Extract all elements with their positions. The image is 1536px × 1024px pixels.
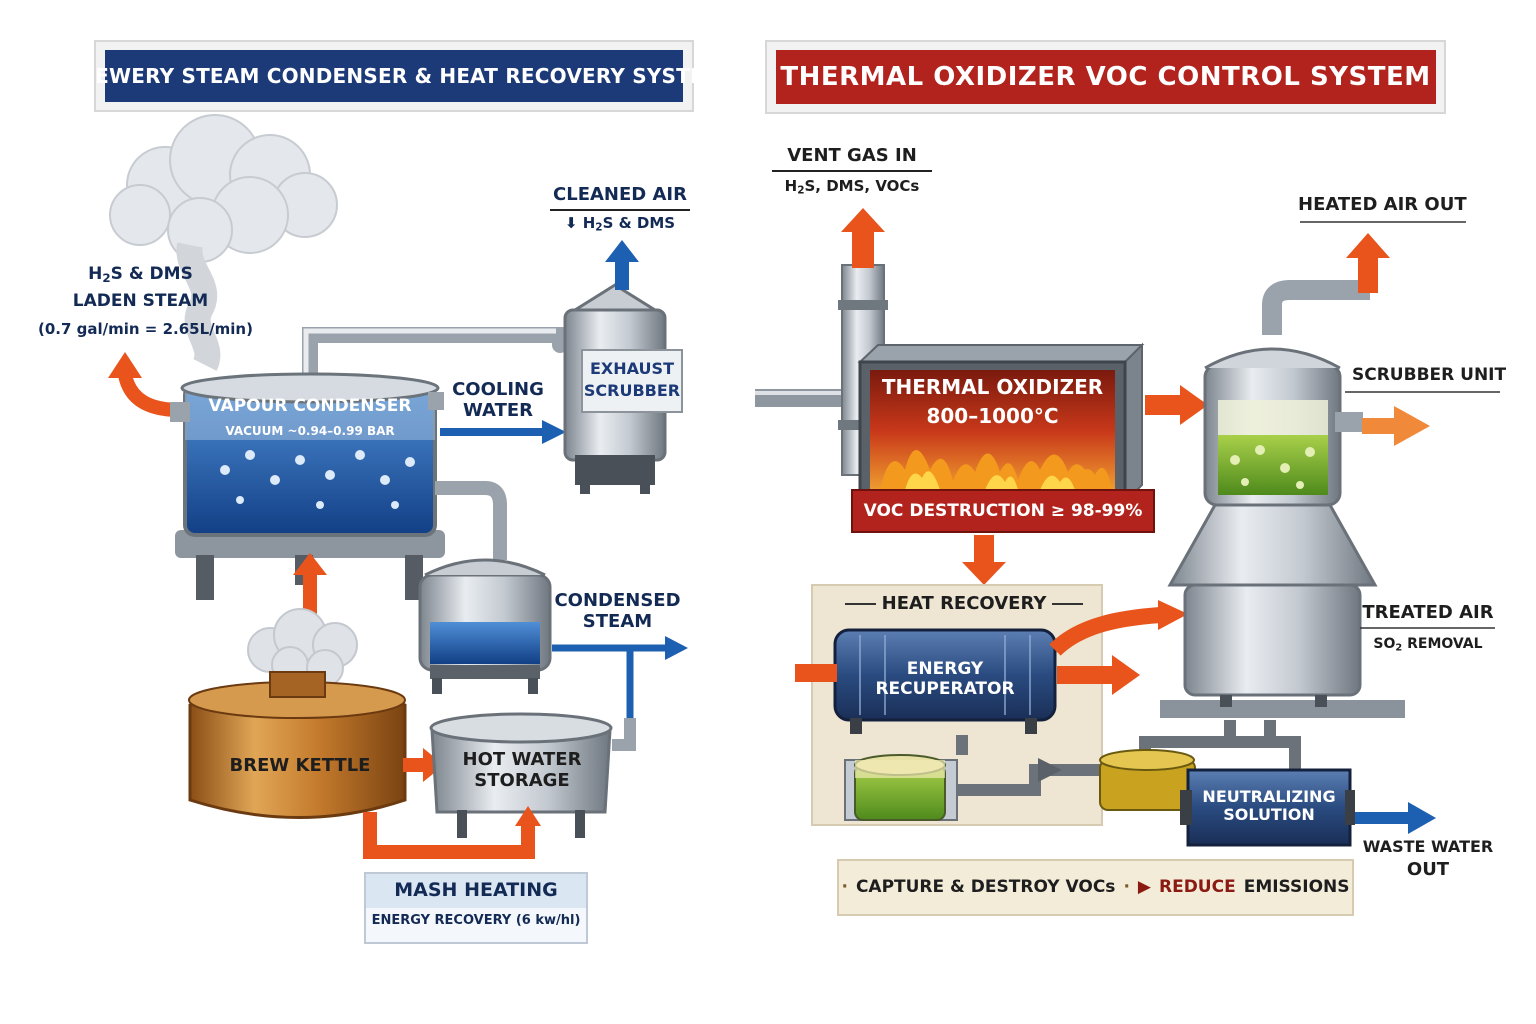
waste-water-label: WASTE WATER OUT — [1362, 837, 1494, 881]
recuperator-label: ENERGY RECUPERATOR — [840, 659, 1050, 699]
voc-destruction-label: VOC DESTRUCTION ≥ 98-99% — [863, 501, 1143, 521]
vent-gas-label: VENT GAS IN H2S, DMS, VOCs — [772, 145, 932, 197]
vapour-condenser-tank — [170, 372, 445, 600]
hot-water-label: HOT WATER STORAGE — [442, 749, 602, 791]
exhaust-scrubber — [563, 283, 683, 494]
neutralizing-label: NEUTRALIZING SOLUTION — [1190, 787, 1348, 825]
oxidizer-to-recovery-arrow — [962, 562, 1006, 585]
neutralizing-line2: SOLUTION — [1223, 805, 1315, 825]
footer-separator-icon: · — [1123, 877, 1130, 897]
heat-recovery-label: HEAT RECOVERY — [845, 593, 1084, 615]
steam-label-line1: H2S & DMS — [88, 264, 193, 285]
yellow-tank — [1099, 749, 1196, 811]
vapour-condenser-title: VAPOUR CONDENSER — [208, 396, 412, 416]
steam-label: H2S & DMS LADEN STEAM (0.7 gal/min = 2.6… — [38, 264, 253, 339]
hot-water-line2: STORAGE — [474, 769, 570, 791]
recuperator-line2: RECUPERATOR — [875, 678, 1015, 699]
heat-recovery-rule-right — [1052, 603, 1084, 606]
recuperator-line1: ENERGY — [906, 659, 984, 679]
hot-water-storage — [429, 712, 613, 838]
vent-gas-sub: H2S, DMS, VOCs — [784, 176, 920, 197]
footer-label: · CAPTURE & DESTROY VOCs · ▶ REDUCE EMIS… — [841, 877, 1349, 898]
right-title: THERMAL OXIDIZER VOC CONTROL SYSTEM — [780, 62, 1431, 92]
treated-air-label: TREATED AIR SO2 REMOVAL — [1362, 602, 1494, 654]
voc-destruction-plate — [851, 489, 1155, 533]
treated-air-sub: SO2 REMOVAL — [1373, 635, 1483, 654]
thermal-oxidizer-line2: 800–1000°C — [926, 404, 1059, 428]
neutralizing-unit — [1180, 768, 1355, 847]
steam-label-line2: LADEN STEAM — [72, 290, 209, 311]
waste-water-arrow — [1408, 802, 1436, 834]
vapour-condenser-sub: VACUUM ~0.94–0.99 BAR — [225, 423, 395, 438]
brew-kettle-label: BREW KETTLE — [229, 755, 371, 776]
vapour-condenser-label: VAPOUR CONDENSER VACUUM ~0.94–0.99 BAR — [195, 396, 425, 438]
condensate-pipe — [435, 481, 507, 560]
condensed-steam-line2: STEAM — [582, 610, 653, 632]
vent-gas-title: VENT GAS IN — [772, 145, 932, 172]
oxidizer-to-scrubber-arrow — [1180, 385, 1208, 425]
cleaned-air-sub-text: H2S & DMS — [582, 213, 676, 234]
cleaned-air-arrow — [615, 258, 629, 290]
cleaned-air-sub: ⬇ H2S & DMS — [550, 213, 690, 234]
condensed-steam-label: CONDENSED STEAM — [550, 590, 685, 632]
brew-kettle — [188, 671, 407, 819]
cooling-water-line2: WATER — [462, 399, 533, 421]
condensed-steam-line1: CONDENSED — [554, 590, 681, 611]
condensed-steam-tank — [418, 558, 552, 694]
thermal-oxidizer-label: THERMAL OXIDIZER 800–1000°C — [870, 376, 1115, 428]
footer-part3: EMISSIONS — [1243, 877, 1350, 897]
return-arrow — [1038, 758, 1062, 782]
heated-air-arrow — [1346, 233, 1390, 258]
treated-air-title: TREATED AIR — [1362, 602, 1494, 623]
heat-recovery-row: HEAT RECOVERY — [845, 593, 1084, 615]
heat-recovery-text: HEAT RECOVERY — [881, 593, 1047, 614]
recuperator-to-scrubber-arrow — [1158, 600, 1188, 630]
footer-box — [837, 859, 1354, 916]
mash-heating-loop — [363, 812, 535, 859]
exhaust-scrubber-line1: EXHAUST — [590, 359, 674, 378]
heated-air-label: HEATED AIR OUT — [1298, 194, 1467, 215]
mash-heating-title: MASH HEATING — [394, 879, 558, 901]
hot-water-line1: HOT WATER — [462, 749, 582, 770]
recuperator-out-arrow — [1112, 655, 1140, 695]
mash-heating-sub: ENERGY RECOVERY (6 kw/hl) — [371, 912, 581, 928]
condensed-steam-arrow — [665, 636, 688, 660]
thermal-oxidizer-line1: THERMAL OXIDIZER — [881, 375, 1104, 399]
scrubber-outlet-arrow — [1394, 406, 1430, 446]
top-pipe — [302, 327, 568, 393]
left-title: BREWERY STEAM CONDENSER & HEAT RECOVERY … — [64, 64, 724, 88]
green-liquid-tank — [844, 754, 958, 821]
exhaust-scrubber-label: EXHAUST SCRUBBER — [580, 359, 684, 401]
exhaust-scrubber-line2: SCRUBBER — [583, 381, 681, 401]
thermal-oxidizer-box — [857, 342, 1145, 505]
right-title-banner: THERMAL OXIDIZER VOC CONTROL SYSTEM — [765, 40, 1446, 114]
footer-bullet-icon: · — [841, 877, 848, 897]
waste-water-line2: OUT — [1406, 859, 1450, 881]
cooling-water-line1: COOLING — [452, 379, 544, 400]
mash-heating-label: MASH HEATING ENERGY RECOVERY (6 kw/hl) — [366, 879, 586, 929]
vent-gas-arrow — [841, 208, 885, 232]
neutralizing-line1: NEUTRALIZING — [1202, 787, 1336, 806]
steam-cloud — [109, 114, 338, 371]
heat-recovery-rule-left — [845, 603, 876, 606]
down-arrow-icon: ⬇ — [564, 213, 578, 232]
cleaned-air-title: CLEANED AIR — [550, 184, 690, 211]
footer-part1: CAPTURE & DESTROY VOCs — [855, 877, 1116, 897]
left-title-banner: BREWERY STEAM CONDENSER & HEAT RECOVERY … — [64, 40, 724, 112]
scrubber-unit-label: SCRUBBER UNIT — [1352, 365, 1507, 385]
footer-part2: REDUCE — [1158, 877, 1236, 897]
footer-play-icon: ▶ — [1137, 877, 1151, 897]
scrubber-tower — [1160, 280, 1405, 718]
cleaned-air-label: CLEANED AIR ⬇ H2S & DMS — [550, 184, 690, 234]
cooling-water-label: COOLING WATER — [448, 379, 548, 421]
waste-water-line1: WASTE WATER — [1362, 837, 1494, 856]
steam-label-line3: (0.7 gal/min = 2.65L/min) — [38, 320, 253, 339]
energy-recuperator — [833, 628, 1057, 734]
